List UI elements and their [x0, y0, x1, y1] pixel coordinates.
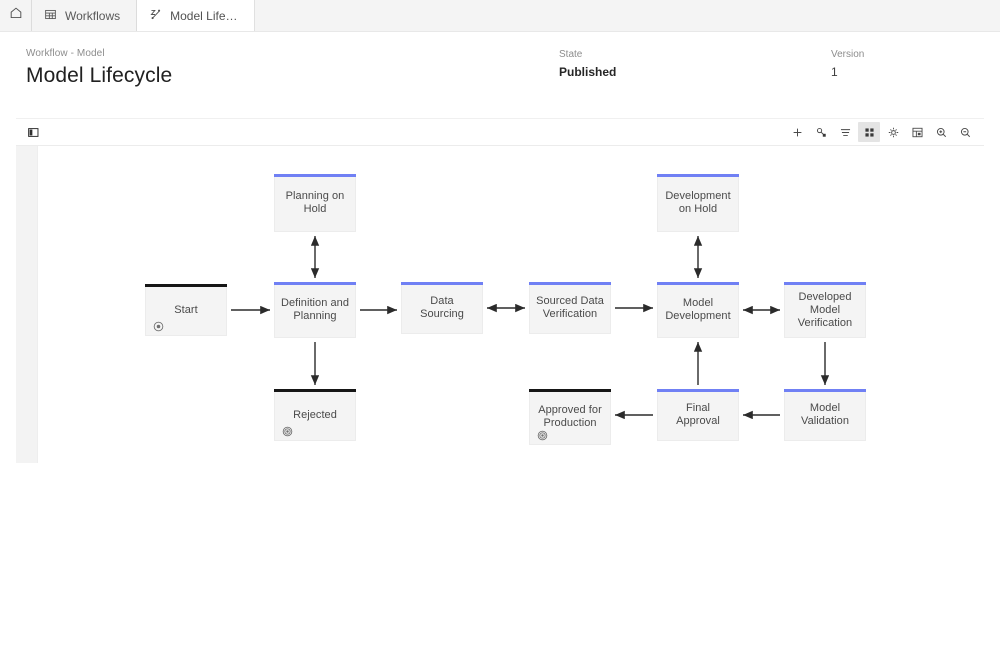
- tab-workflows[interactable]: Workflows: [32, 0, 138, 31]
- node-label: Model Validation: [801, 402, 849, 427]
- node-accent-bar: [657, 282, 739, 285]
- node-label: Definition and Planning: [281, 297, 349, 322]
- side-panel-toggle-icon[interactable]: [22, 122, 44, 142]
- page-header: Workflow - Model Model Lifecycle State P…: [0, 32, 1000, 118]
- grid-layout-icon[interactable]: [858, 122, 880, 142]
- state-label: State: [559, 49, 583, 60]
- node-accent-bar: [529, 282, 611, 285]
- canvas-left-gutter: [16, 146, 38, 463]
- align-icon[interactable]: [834, 122, 856, 142]
- node-development-on-hold[interactable]: Development on Hold: [657, 174, 739, 232]
- node-planning-on-hold[interactable]: Planning on Hold: [274, 174, 356, 232]
- node-data-sourcing[interactable]: Data Sourcing: [401, 282, 483, 334]
- breadcrumb: Workflow - Model: [26, 48, 105, 59]
- version-field: Version 1: [831, 49, 864, 79]
- connect-nodes-icon[interactable]: [810, 122, 832, 142]
- add-icon[interactable]: [786, 122, 808, 142]
- node-label: Sourced Data Verification: [536, 295, 604, 320]
- canvas-tool-buttons: [786, 122, 976, 142]
- zoom-in-icon[interactable]: [930, 122, 952, 142]
- state-field: State Published: [559, 49, 831, 79]
- tab-model-lifecycle[interactable]: Model Lifecy...: [137, 0, 256, 31]
- zoom-out-icon[interactable]: [954, 122, 976, 142]
- node-rejected[interactable]: Rejected: [274, 389, 356, 441]
- version-label: Version: [831, 49, 865, 60]
- node-label: Data Sourcing: [420, 295, 464, 320]
- node-accent-bar: [274, 174, 356, 177]
- node-label: Rejected: [293, 408, 337, 421]
- node-developed-model-verification[interactable]: Developed Model Verification: [784, 282, 866, 338]
- grid-table-icon: [44, 8, 57, 24]
- tab-workflows-label: Workflows: [65, 8, 121, 23]
- node-label: Development on Hold: [665, 190, 731, 215]
- home-icon: [9, 6, 23, 25]
- node-approved-for-production[interactable]: Approved for Production: [529, 389, 611, 445]
- node-label: Developed Model Verification: [797, 290, 853, 329]
- node-label: Model Development: [665, 297, 731, 322]
- node-accent-bar: [784, 389, 866, 392]
- node-definition-planning[interactable]: Definition and Planning: [274, 282, 356, 338]
- node-accent-bar: [784, 282, 866, 285]
- node-model-validation[interactable]: Model Validation: [784, 389, 866, 441]
- end-icon: [537, 428, 548, 441]
- node-start[interactable]: Start: [145, 284, 227, 336]
- version-value: 1: [831, 65, 838, 79]
- node-accent-bar: [274, 282, 356, 285]
- tab-model-lifecycle-label: Model Lifecy...: [170, 8, 238, 23]
- canvas-toolbar: [16, 119, 984, 146]
- page-title: Model Lifecycle: [26, 64, 173, 87]
- node-sourced-data-verification[interactable]: Sourced Data Verification: [529, 282, 611, 334]
- node-label: Planning on Hold: [285, 190, 345, 215]
- node-accent-bar: [657, 174, 739, 177]
- node-label: Start: [174, 303, 198, 316]
- node-model-development[interactable]: Model Development: [657, 282, 739, 338]
- tab-bar: Workflows Model Lifecy...: [0, 0, 1000, 32]
- node-label: Final Approval: [676, 402, 720, 427]
- page-title-block: Workflow - Model Model Lifecycle: [26, 48, 559, 88]
- node-label: Approved for Production: [538, 404, 602, 429]
- node-accent-bar: [274, 389, 356, 392]
- tab-bar-filler: [255, 0, 1000, 31]
- home-tab-button[interactable]: [0, 0, 32, 31]
- workflow-nodes-icon: [149, 8, 162, 24]
- node-accent-bar: [145, 284, 227, 287]
- node-final-approval[interactable]: Final Approval: [657, 389, 739, 441]
- state-value: Published: [559, 65, 617, 79]
- end-icon: [282, 424, 293, 437]
- auto-layout-icon[interactable]: [882, 122, 904, 142]
- node-accent-bar: [657, 389, 739, 392]
- node-accent-bar: [401, 282, 483, 285]
- fit-to-screen-icon[interactable]: [906, 122, 928, 142]
- node-accent-bar: [529, 389, 611, 392]
- start-icon: [153, 319, 164, 332]
